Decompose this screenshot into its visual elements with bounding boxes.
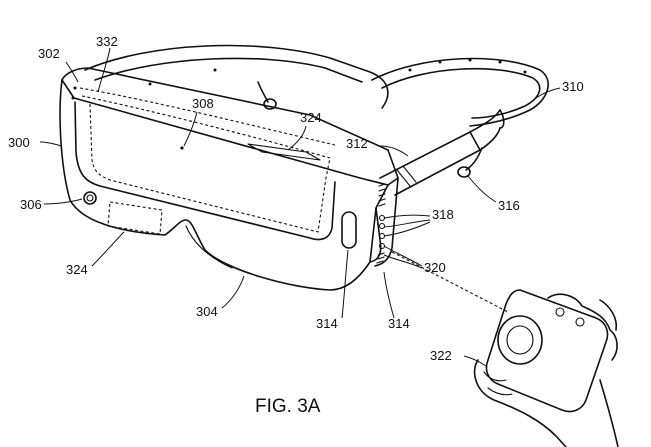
earphone-left [257, 81, 277, 110]
ref-332: 332 [96, 34, 118, 49]
ref-318: 318 [432, 207, 454, 222]
ref-316: 316 [498, 198, 520, 213]
hand-controller [473, 289, 619, 447]
ref-314-side: 314 [388, 316, 410, 331]
ref-312: 312 [346, 136, 368, 151]
ref-324-top: 324 [300, 110, 322, 125]
leader-lines [39, 47, 561, 367]
speaker-grille-bottom [376, 252, 385, 264]
figure-caption: FIG. 3A [255, 396, 321, 417]
right-temple-arm [379, 109, 505, 196]
ref-300: 300 [8, 135, 30, 150]
speaker-grille-top [378, 183, 386, 207]
ref-324-front: 324 [66, 262, 88, 277]
earphone-right [457, 147, 483, 178]
ref-314-slot: 314 [316, 316, 338, 331]
ref-308: 308 [192, 96, 214, 111]
ref-302: 302 [38, 46, 60, 61]
headset-body [59, 67, 399, 291]
ref-322: 322 [430, 348, 452, 363]
left-temple-arm [84, 44, 389, 109]
head-strap [371, 57, 549, 127]
ref-304: 304 [196, 304, 218, 319]
signal-line [391, 251, 509, 313]
reference-numerals: 302 332 300 306 308 310 312 324 316 318 … [8, 34, 584, 363]
ref-320: 320 [424, 260, 446, 275]
ref-306: 306 [20, 197, 42, 212]
ref-310: 310 [562, 79, 584, 94]
